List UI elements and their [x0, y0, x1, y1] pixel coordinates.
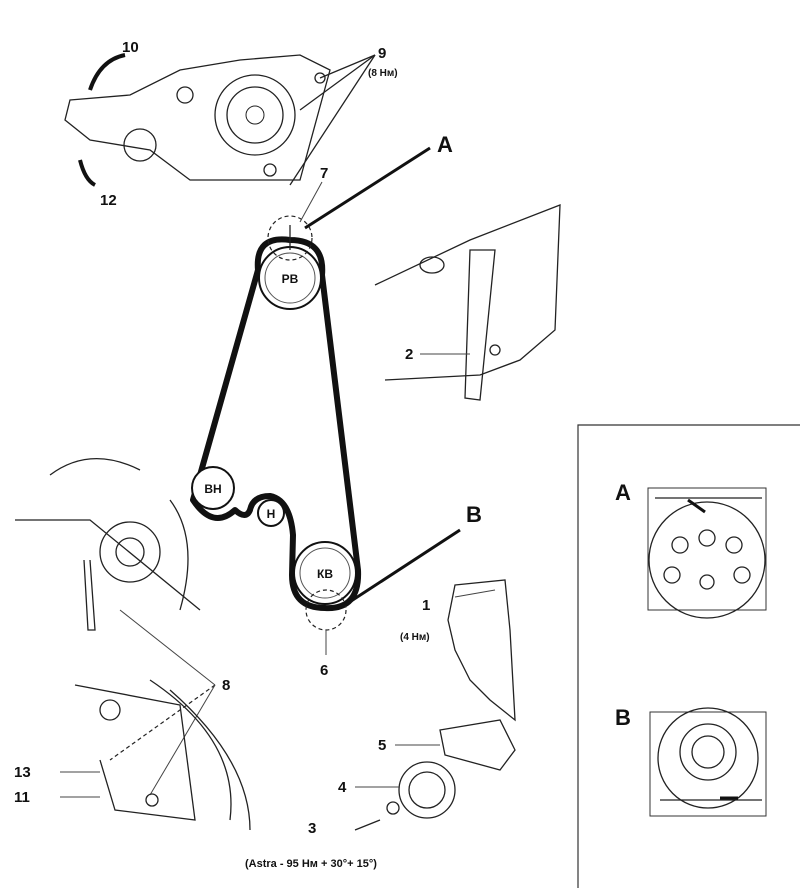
camshaft-pulley: РВ	[258, 246, 322, 310]
torque-9: (8 Нм)	[368, 68, 398, 79]
label-8: 8	[222, 677, 230, 694]
label-9: 9	[378, 45, 386, 62]
label-3: 3	[308, 820, 316, 837]
svg-text:КВ: КВ	[317, 567, 333, 581]
detail-circle-a	[267, 215, 313, 261]
crankshaft-pulley: КВ	[293, 541, 357, 605]
label-10: 10	[122, 39, 139, 56]
torque-1: (4 Нм)	[400, 632, 430, 643]
detail-a-label: A	[437, 132, 453, 157]
detail-b-label: B	[466, 502, 482, 527]
label-2: 2	[405, 346, 413, 363]
camshaft-lock-sketch	[374, 204, 561, 401]
aux-pulley: ВН	[191, 466, 235, 510]
camshaft-mark-detail	[648, 497, 766, 619]
inset-panel: A B	[577, 424, 800, 888]
label-5: 5	[378, 737, 386, 754]
label-1: 1	[422, 597, 430, 614]
svg-text:ВН: ВН	[204, 482, 221, 496]
tensioner-sketch-top	[64, 53, 376, 187]
svg-text:РВ: РВ	[282, 272, 299, 286]
svg-text:Н: Н	[267, 507, 276, 521]
label-11: 11	[14, 789, 30, 806]
inset-label-a: A	[615, 480, 631, 505]
torque-note: (Astra - 95 Нм + 30°+ 15°)	[245, 858, 377, 870]
tensioner-sketch-left	[15, 457, 201, 631]
idler-pulley: Н	[257, 499, 285, 527]
label-12: 12	[100, 192, 117, 209]
inset-label-b: B	[615, 705, 631, 730]
label-4: 4	[338, 779, 347, 796]
crankshaft-mark-detail	[657, 707, 762, 809]
label-13: 13	[14, 764, 31, 781]
belt-cover-sketch	[354, 579, 516, 831]
label-6: 6	[320, 662, 328, 679]
tensioner-detail-bottom	[74, 679, 251, 831]
label-7: 7	[320, 165, 328, 182]
